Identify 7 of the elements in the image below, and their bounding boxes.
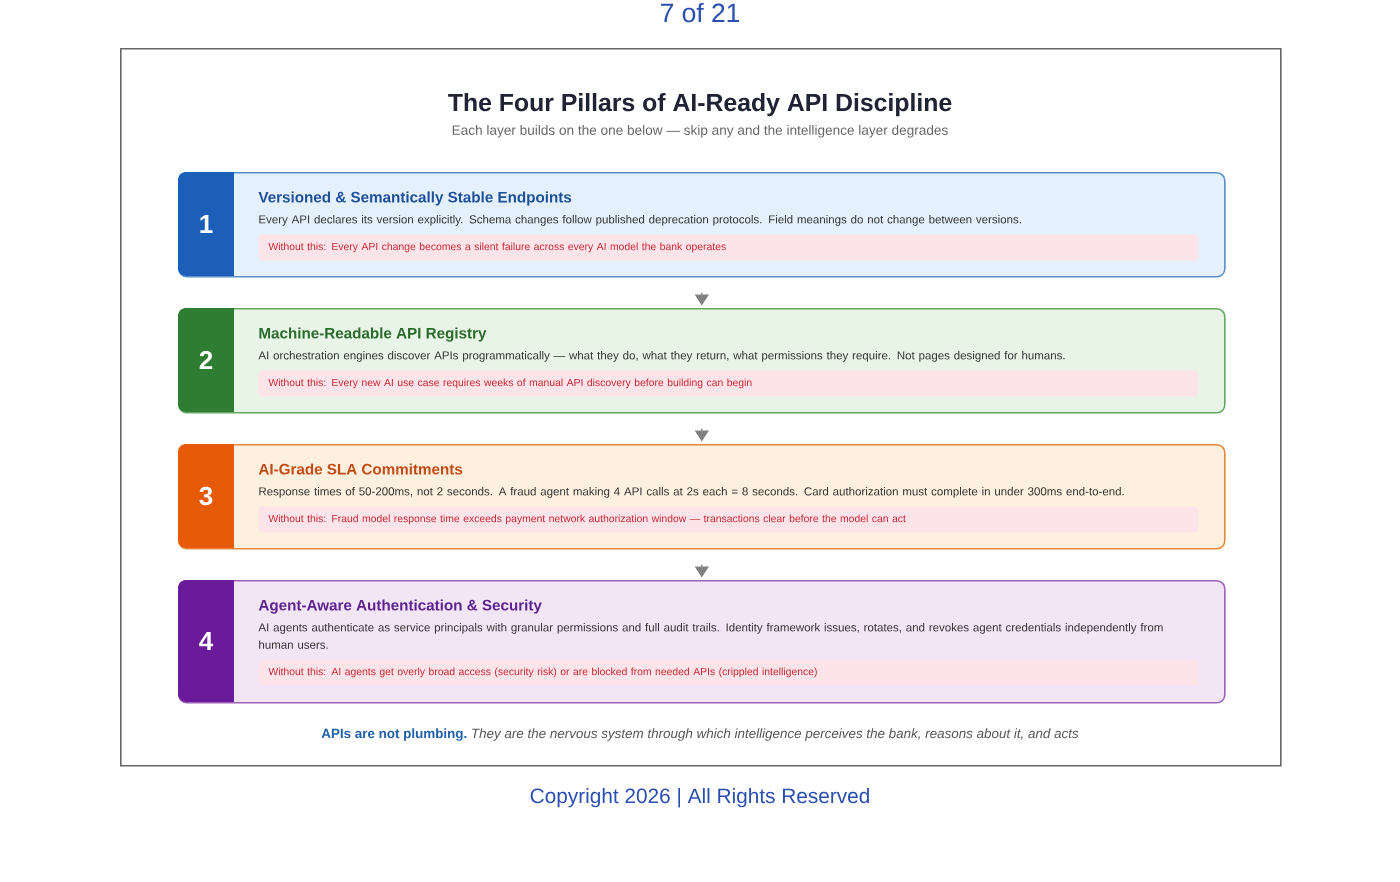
copyright-notice: Copyright 2026 | All Rights Reserved (530, 787, 869, 808)
number-badge: 2 (178, 308, 234, 412)
number-badge: 4 (178, 580, 234, 702)
page-number: 7 of 21 (661, 2, 740, 23)
number-badge: 1 (178, 172, 234, 276)
number-badge: 3 (178, 444, 234, 548)
diagram-title: The Four Pillars of AI-Ready API Discipline (448, 93, 952, 117)
